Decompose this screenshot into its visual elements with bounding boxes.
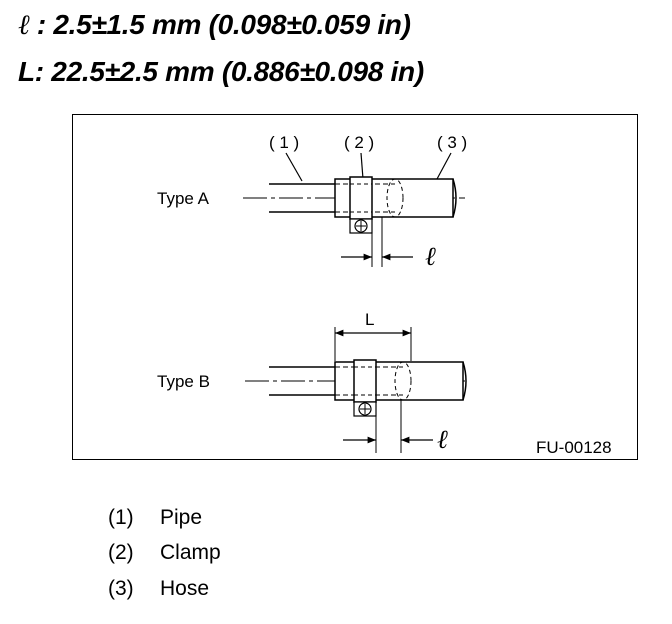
type-b-ell-label: ℓ — [437, 425, 448, 455]
legend-number: (3) — [108, 577, 134, 600]
legend-item-hose: (3) Hose — [108, 577, 209, 601]
small-l-value: : 2.5±1.5 mm (0.098±0.059 in) — [29, 9, 411, 40]
small-l-symbol: ℓ — [18, 8, 30, 41]
type-b-assembly: L — [245, 310, 467, 455]
type-b-label: Type B — [157, 372, 210, 391]
legend-label: Pipe — [160, 506, 203, 529]
big-l-spec: L: 22.5±2.5 mm (0.886±0.098 in) — [18, 56, 424, 87]
legend-item-clamp: (2) Clamp — [108, 541, 221, 565]
type-a-label: Type A — [157, 189, 210, 208]
legend-number: (2) — [108, 541, 134, 564]
legend-label: Hose — [160, 577, 210, 600]
legend-item-pipe: (1) Pipe — [108, 506, 202, 530]
type-a-assembly: ℓ — [243, 176, 465, 272]
callout-1: ( 1 ) — [269, 133, 299, 152]
clamp-diagram: ( 1 ) ( 2 ) ( 3 ) Type A — [72, 114, 638, 460]
callout-2: ( 2 ) — [344, 133, 374, 152]
legend-label: Clamp — [160, 541, 221, 564]
callout-3: ( 3 ) — [437, 133, 467, 152]
type-a-ell-label: ℓ — [425, 242, 436, 272]
figure-code: FU-00128 — [536, 438, 612, 457]
small-l-spec: ℓ : 2.5±1.5 mm (0.098±0.059 in) — [18, 8, 411, 42]
dimension-l-label: L — [365, 310, 374, 329]
clamp-diagram-drawing: ( 1 ) ( 2 ) ( 3 ) Type A — [157, 133, 612, 457]
legend-number: (1) — [108, 506, 134, 529]
